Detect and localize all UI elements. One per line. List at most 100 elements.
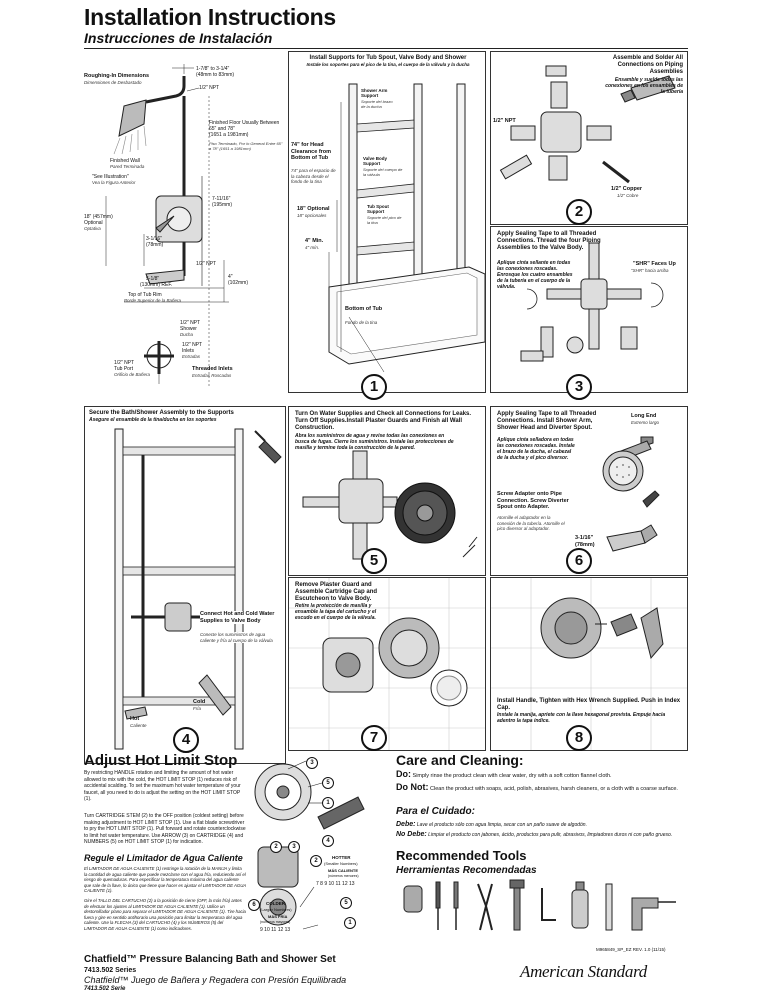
care-do-text: Simply rinse the product clean with clea… <box>412 773 612 779</box>
step1-opt: 18" Optional <box>297 206 330 212</box>
hotlimit-callout-4: 4 <box>322 835 334 847</box>
step6-long: Long End <box>631 413 657 419</box>
step3-heading-es: Aplique cinta sellante en todas las cone… <box>497 260 573 290</box>
step1-spout: Tub Spout Support <box>367 204 389 214</box>
roughing-rim: Top of Tub Rim <box>128 292 162 298</box>
tape-icon <box>403 885 423 913</box>
roughing-wall: Finished Wall <box>110 158 140 164</box>
step2-panel: Assemble and Solder All Connections on P… <box>490 51 688 225</box>
step2-heading-es: Ensamble y suelde todas las conexiones e… <box>605 77 683 95</box>
step2-diagram <box>499 65 676 184</box>
step3-shr-es: "SHR" hacia arriba <box>631 268 669 273</box>
hotlimit-p4: Gire el TALLO DEL CARTUCHO (2) a la posi… <box>84 898 246 931</box>
step1-min: 4" Min. <box>305 238 324 244</box>
step1-diagram <box>328 83 485 373</box>
roughing-tub: Tub Port <box>114 366 133 372</box>
roughing-npt1: 1/2" NPT <box>199 85 220 91</box>
step4-number: 4 <box>173 727 199 753</box>
tools-illustration <box>396 878 686 938</box>
step4-hot-es: Caliente <box>130 723 147 728</box>
roughing-d2b: (195mm) <box>212 202 233 208</box>
step7-heading-es: Retire la protección de masilla y ensamb… <box>295 603 377 621</box>
hotlimit-hotter-b: (Smaller Numbers) <box>324 861 358 866</box>
step6-dim: 3-1/16" <box>575 535 594 541</box>
hotlimit-p1: By restricting HANDLE rotation and limit… <box>84 770 241 802</box>
hotlimit-callout-1b: 1 <box>344 917 356 929</box>
roughing-d3c: Optativa <box>84 226 101 231</box>
step4-hot: Hot <box>130 716 140 722</box>
step3-shr: "SHR" Faces Up <box>633 261 676 267</box>
care-dont: Do Not: Clean the product with soaps, ac… <box>396 783 686 793</box>
step8-heading-es: Instale la manija, apriete con la llave … <box>497 712 666 724</box>
roughing-wall-es: Pared Terminada <box>110 164 145 169</box>
title-rule <box>84 48 688 49</box>
hotlimit-colder: COLDER <box>266 901 285 906</box>
step5-panel: Turn On Water Supplies and Check all Con… <box>288 406 486 576</box>
step8-panel: Install Handle, Tighten with Hex Wrench … <box>490 577 688 751</box>
step2-number: 2 <box>566 199 592 225</box>
care-do-label: Do: <box>396 769 411 779</box>
roughing-tub-es: Orificio de Bañera <box>114 372 151 377</box>
roughing-d5: 5-1/8" <box>146 276 160 282</box>
footer-product-es: Chatfield™ Juego de Bañera y Regadera co… <box>84 975 347 985</box>
care-title-es: Para el Cuidado: <box>396 806 475 817</box>
roughing-inlets-npt: 1/2" NPT <box>182 342 203 348</box>
hotlimit-title: Adjust Hot Limit Stop <box>84 752 238 769</box>
step1-bottom: Bottom of Tub <box>345 306 383 312</box>
roughing-shower: Shower <box>180 326 197 332</box>
step6-panel: Apply Sealing Tape to all Threaded Conne… <box>490 406 688 576</box>
step8-number: 8 <box>566 725 592 751</box>
step2-npt: 1/2" NPT <box>493 118 516 124</box>
hotlimit-hotter: HOTTER <box>332 855 351 860</box>
care-do: Do: Simply rinse the product clean with … <box>396 769 686 780</box>
step7-panel: Remove Plaster Guard and Assemble Cartri… <box>288 577 486 751</box>
page-title: Installation Instructions <box>84 4 336 30</box>
step4-panel: Secure the Bath/Shower Assembly to the S… <box>84 406 286 764</box>
hotlimit-colder-es-b: (números mayores) <box>260 920 291 924</box>
step6-number: 6 <box>566 548 592 574</box>
step6-screw-es: Atornille el adaptador en la conexión de… <box>497 515 565 531</box>
step8-heading: Install Handle, Tighten with Hex Wrench … <box>497 698 681 711</box>
step1-valve-es: Soporte del cuerpo de la válvula <box>363 167 403 177</box>
hotlimit-hotter-es: MÁS CALIENTE <box>328 868 358 873</box>
step4-connect: Connect Hot and Cold Water Supplies to V… <box>200 611 280 624</box>
step5-diagram <box>302 450 478 560</box>
step4-diagram <box>114 428 282 750</box>
roughing-d6: 4" <box>228 274 233 280</box>
roughing-floor: Finished Floor Usually Between 65" and 7… <box>209 120 280 132</box>
step1-heading-es: Instale los soportes para el pico de la … <box>306 62 470 67</box>
step1-spout-es: Soporte del pico de la tina <box>367 215 402 225</box>
hotlimit-colder-b: (Larger Numbers) <box>260 907 292 912</box>
hotlimit-hotter-es-b: (números menores) <box>328 874 359 878</box>
roughing-d4b: (78mm) <box>146 242 164 248</box>
step4-connect-es: Conecte los suministros de agua caliente… <box>200 632 280 643</box>
care-dont-es-text: Limpiar el producto con jabones, ácido, … <box>428 832 673 838</box>
roughing-d1: 1-7/8" to 3-1/4" <box>196 66 230 72</box>
care-title: Care and Cleaning: <box>396 752 524 768</box>
roughing-tub-npt: 1/2" NPT <box>114 360 135 366</box>
step8-diagram <box>491 578 687 750</box>
step1-arm-es: Soporte del brazo de la ducha <box>361 99 393 109</box>
roughing-illus-es: Vea la Figura Anterior <box>92 180 136 185</box>
step1-min-es: 4" mín. <box>305 245 320 250</box>
step1-panel: Install Supports for Tub Spout, Valve Bo… <box>288 51 486 393</box>
roughing-threaded: Threaded Inlets <box>192 366 233 372</box>
step7-heading: Remove Plaster Guard and Assemble Cartri… <box>295 582 378 602</box>
roughing-shower-es: Ducha <box>180 332 194 337</box>
step2-copper: 1/2" Copper <box>611 186 643 192</box>
care-do-es-text: Lave el producto sólo con agua limpia, s… <box>416 822 587 828</box>
step4-cold: Cold <box>193 699 206 705</box>
roughing-floor-es: Piso Terminado, Por lo General Entre 65"… <box>209 141 283 151</box>
roughing-diagram <box>105 64 229 386</box>
step6-heading: Apply Sealing Tape to all Threaded Conne… <box>497 411 597 431</box>
roughing-shower-npt: 1/2" NPT <box>180 320 201 326</box>
roughing-rim-es: Borde Superior de la Bañera <box>124 298 182 303</box>
roughing-d3: 18" (457mm) <box>84 214 113 220</box>
footer-product: Chatfield™ Pressure Balancing Bath and S… <box>84 954 336 965</box>
tools-title: Recommended Tools <box>396 848 527 863</box>
care-do-es: Debe: Lave el producto sólo con agua lim… <box>396 821 686 829</box>
footer-code: M965849_SP_EZ REV. 1.0 (11/15) <box>596 947 666 952</box>
hotlimit-diagram: 3 5 1 4 2 3 2 6 5 1 HOTTER (Smaller Numb… <box>248 757 378 942</box>
roughing-d1b: (48mm to 83mm) <box>196 72 235 78</box>
roughing-floor-mm: (1651 a 1981mm) <box>209 132 249 138</box>
